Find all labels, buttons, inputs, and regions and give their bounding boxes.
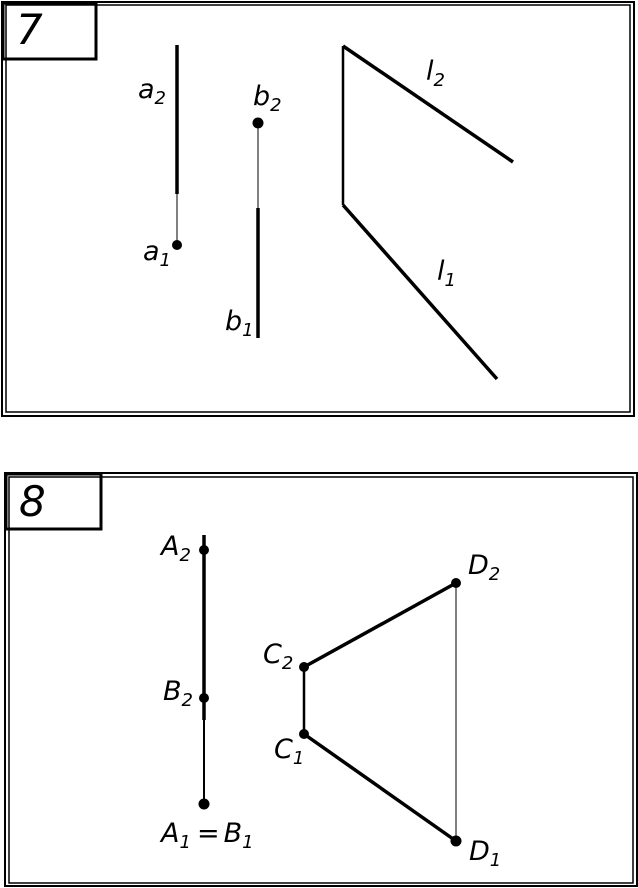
figure-7-number-box — [1, 1, 98, 61]
figure-8-number-box — [4, 472, 103, 531]
label-B2: B2 — [163, 676, 193, 711]
label-A2: A2 — [159, 531, 191, 566]
point-c1 — [299, 729, 309, 739]
point-c2 — [299, 662, 309, 672]
label-l2: l2 — [426, 56, 445, 91]
point-d1 — [450, 835, 462, 847]
figure-7-frame-outer — [1, 1, 635, 417]
figure-7-frame-inner — [5, 4, 631, 413]
point-d2 — [451, 578, 461, 588]
figure-8-frame-inner — [8, 476, 634, 884]
point-a1-b1 — [198, 798, 210, 810]
figure-8-number: 8 — [19, 477, 46, 526]
label-l1: l1 — [437, 256, 456, 291]
line-c1-d1 — [302, 732, 458, 843]
line-l2 — [342, 44, 514, 164]
label-a1: a1 — [143, 236, 171, 271]
line-c2-d2 — [303, 581, 457, 669]
label-C2: C2 — [263, 639, 293, 674]
point-a2 — [199, 545, 209, 555]
label-C1: C1 — [274, 734, 304, 769]
label-b2: b2 — [253, 81, 282, 116]
label-D2: D2 — [468, 550, 500, 585]
figure-8: 8 A2 B2 A1=B1 C2 C1 D2 D1 — [4, 472, 638, 887]
point-a1 — [172, 240, 182, 250]
label-A1-B1: A1=B1 — [159, 818, 254, 853]
label-b1: b1 — [225, 306, 254, 341]
label-a2: a2 — [138, 74, 166, 109]
point-b2 — [199, 693, 209, 703]
label-D1: D1 — [469, 836, 501, 871]
line-l1 — [341, 203, 499, 381]
figure-7: 7 a2 a1 b2 b1 l2 l1 — [1, 1, 635, 417]
figure-8-frame-outer — [4, 472, 638, 887]
figure-7-number: 7 — [16, 5, 43, 54]
